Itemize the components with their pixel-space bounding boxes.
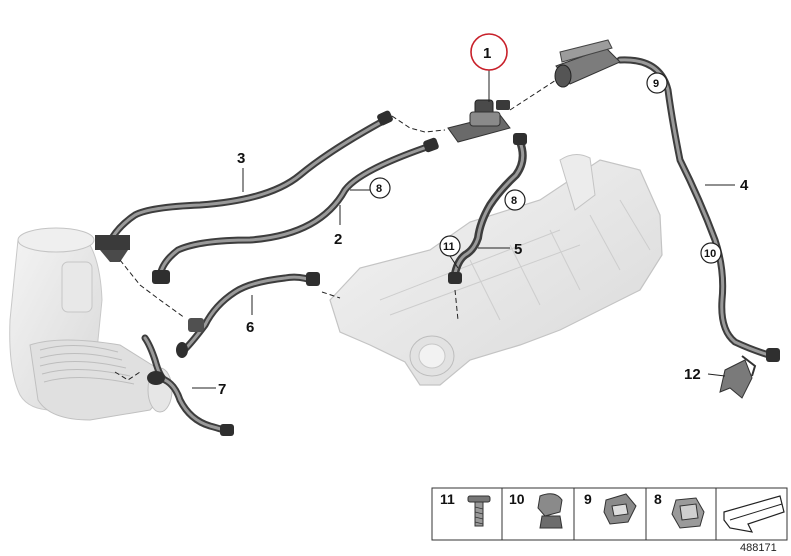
legend: 11 10 9 8 [431, 487, 788, 541]
ref-9: 9 [653, 78, 659, 90]
screw-icon [467, 495, 491, 527]
ref-8-left: 8 [376, 183, 382, 195]
callout-4: 4 [740, 177, 749, 194]
hose-3 [95, 110, 393, 262]
callout-3: 3 [237, 150, 245, 167]
ref-10: 10 [704, 248, 716, 260]
hose-4 [616, 56, 780, 362]
clamp-icon [603, 493, 637, 525]
callout-5: 5 [514, 241, 522, 258]
hose-5 [448, 133, 527, 284]
clip-icon [537, 493, 563, 529]
legend-label-8: 8 [654, 491, 662, 507]
dashed-lines [114, 79, 557, 381]
intake-manifold [329, 154, 663, 386]
document-number: 488171 [740, 542, 777, 554]
ref-8-right: 8 [511, 195, 517, 207]
valve-part-1 [447, 99, 511, 143]
legend-label-10: 10 [509, 491, 525, 507]
callout-1: 1 [483, 45, 491, 62]
hose-7 [141, 334, 234, 436]
hose-6 [176, 272, 320, 358]
callout-7: 7 [218, 381, 226, 398]
intake-duct [9, 227, 173, 421]
legend-label-9: 9 [584, 491, 592, 507]
bracket-clip-icon [671, 497, 705, 529]
canister [554, 39, 621, 88]
circled-refs: 9 8 8 11 10 [369, 72, 722, 264]
ref-11: 11 [443, 241, 455, 253]
hose-2 [152, 137, 439, 284]
callout-1-highlight [470, 33, 508, 71]
legend-label-11: 11 [440, 491, 455, 507]
callout-12: 12 [684, 366, 701, 383]
bracket-part-12 [719, 355, 757, 399]
arrow-icon [723, 495, 785, 533]
callout-2: 2 [334, 231, 342, 248]
callout-6: 6 [246, 319, 254, 336]
callouts: 1 2 3 4 5 6 7 12 [218, 45, 749, 398]
